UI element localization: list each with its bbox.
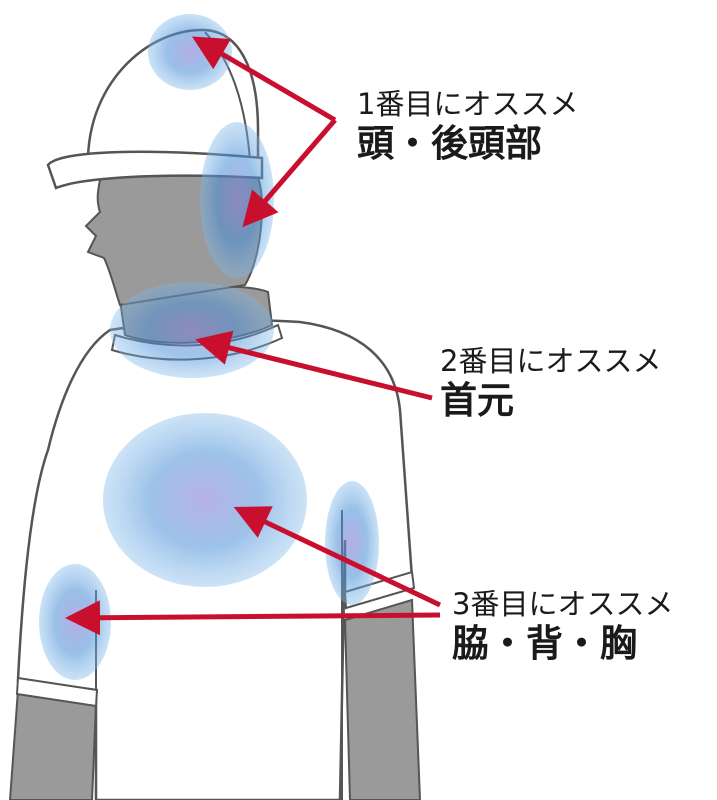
rank-2-text: 2番目にオススメ (440, 345, 661, 378)
spot-neck (110, 282, 274, 378)
label-rank-2: 2番目にオススメ 首元 (440, 345, 661, 423)
spot-back (103, 413, 307, 587)
rank-2-areas: 首元 (440, 380, 661, 423)
rank-3-areas: 脇・背・胸 (452, 623, 673, 666)
arrow-3-to-armpit-left (72, 615, 440, 618)
rank-1-areas: 頭・後頭部 (357, 123, 578, 166)
right-arm (345, 600, 420, 800)
spot-armpit-right (325, 481, 379, 605)
label-rank-3: 3番目にオススメ 脇・背・胸 (452, 588, 673, 666)
rank-1-text: 1番目にオススメ (357, 88, 578, 121)
spot-armpit-left (39, 564, 111, 680)
left-arm (10, 690, 96, 800)
rank-3-text: 3番目にオススメ (452, 588, 673, 621)
label-rank-1: 1番目にオススメ 頭・後頭部 (357, 88, 578, 166)
